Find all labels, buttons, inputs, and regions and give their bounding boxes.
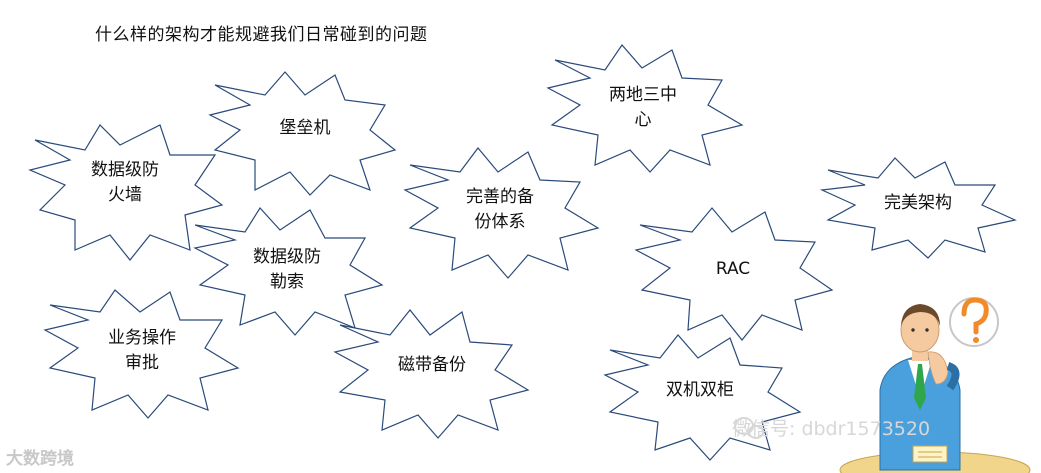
burst-shape [403, 147, 600, 279]
burst-shape [333, 309, 530, 439]
watermark-right: 微信号: dbdr1573520 [732, 418, 931, 440]
burst-shape [28, 124, 224, 261]
burst-shape [819, 157, 1017, 259]
wechat-logo-icon [734, 417, 764, 439]
burst-tape: 磁带备份 [333, 309, 530, 439]
burst-label-line: 心 [635, 110, 652, 130]
burst-label-line: 堡垒机 [280, 118, 331, 138]
burst-label-line: 两地三中 [609, 85, 677, 105]
page-title: 什么样的架构才能规避我们日常碰到的问题 [95, 25, 428, 45]
question-mark-icon [949, 297, 999, 347]
burst-label-line: 份体系 [475, 212, 526, 232]
burst-label-line: 数据级防 [91, 160, 159, 180]
burst-backup: 完善的备 份体系 [403, 147, 600, 279]
burst-shape [634, 207, 834, 341]
burst-label-line: 完美架构 [884, 193, 952, 213]
burst-shape [208, 71, 397, 196]
burst-label-line: 完善的备 [466, 187, 534, 207]
burst-shape [43, 289, 240, 419]
burst-label-line: 数据级防 [253, 247, 321, 267]
burst-label-line: 勒索 [270, 272, 304, 292]
burst-shape [546, 44, 744, 173]
burst-perfect: 完美架构 [819, 157, 1017, 259]
watermark-left: 大数跨境 [6, 449, 74, 469]
burst-dual: 双机双柜 [603, 334, 802, 461]
burst-label-line: 火墙 [108, 185, 142, 205]
burst-label-line: 审批 [125, 353, 159, 373]
burst-label-line: 业务操作 [108, 328, 176, 348]
burst-firewall: 数据级防 火墙 [28, 124, 224, 261]
burst-twosites: 两地三中 心 [546, 44, 744, 173]
burst-label-line: 磁带备份 [398, 355, 466, 375]
thinking-man-icon [839, 304, 1031, 473]
burst-fortress: 堡垒机 [208, 71, 397, 196]
burst-label-line: RAC [716, 259, 750, 279]
burst-approval: 业务操作 审批 [43, 289, 240, 419]
burst-ransom: 数据级防 勒索 [193, 207, 384, 336]
burst-rac: RAC [634, 207, 834, 341]
burst-label-line: 双机双柜 [666, 380, 734, 400]
